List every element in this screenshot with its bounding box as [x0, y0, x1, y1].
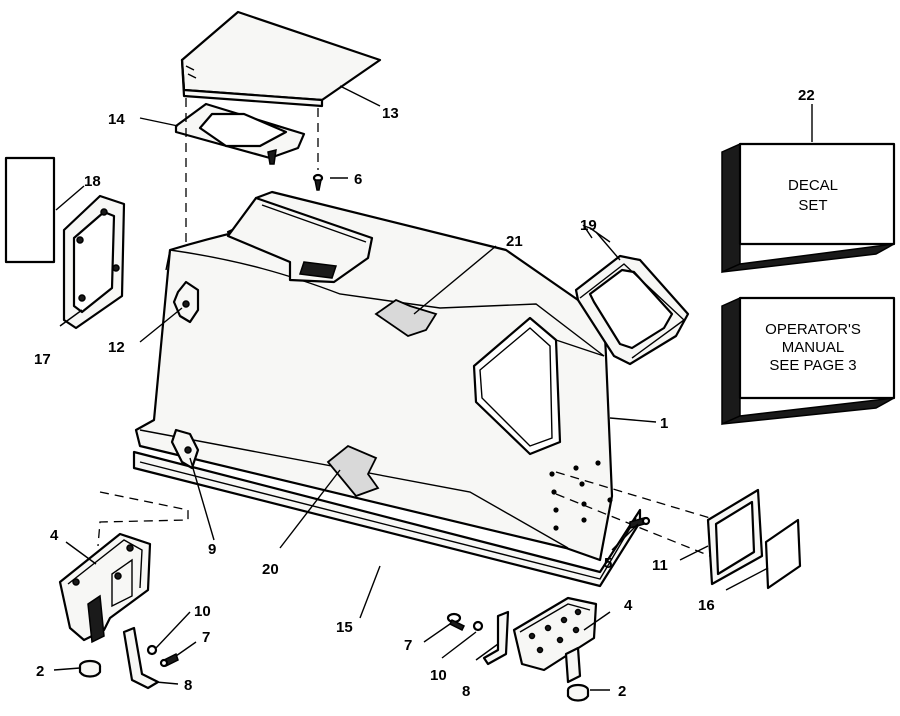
callout-21: 21 — [506, 233, 523, 250]
callout-2-right: 2 — [618, 683, 626, 700]
part-16-decal — [764, 518, 802, 590]
callout-18: 18 — [84, 173, 101, 190]
callout-15: 15 — [336, 619, 353, 636]
alignment-line — [97, 491, 189, 547]
part-6-screw — [312, 173, 324, 191]
operators-manual: OPERATOR'S MANUAL SEE PAGE 3 — [721, 296, 896, 426]
part-10-washer-left — [146, 644, 158, 656]
callout-5: 5 — [604, 555, 612, 572]
callout-20: 20 — [262, 561, 279, 578]
part-21-decal — [374, 298, 438, 337]
decal-set-line-1: DECAL — [788, 177, 838, 194]
callout-12: 12 — [108, 339, 125, 356]
callout-11: 11 — [652, 557, 668, 574]
part-10-washer-right — [472, 620, 484, 632]
alignment-line — [555, 471, 711, 519]
part-11-plate — [706, 488, 764, 586]
part-4-bracket-left — [58, 532, 152, 644]
part-7-screw-right — [446, 612, 466, 632]
callout-7-right: 7 — [404, 637, 412, 654]
callout-2-left: 2 — [36, 663, 44, 680]
part-14-retainer — [174, 102, 306, 165]
callout-9: 9 — [208, 541, 216, 558]
part-8-bracket-left — [122, 626, 160, 690]
part-19-window-seal — [574, 254, 690, 366]
callout-7-left: 7 — [202, 629, 210, 646]
part-20-decal — [326, 444, 380, 498]
callout-1: 1 — [660, 415, 668, 432]
callout-10-right: 10 — [430, 667, 447, 684]
part-22-decal-set: DECAL SET — [721, 142, 896, 274]
callout-4-right: 4 — [624, 597, 633, 614]
part-4-bracket-right — [512, 596, 598, 684]
decal-set-line-2: SET — [798, 197, 827, 214]
callout-labels: 13 14 6 22 18 17 12 19 21 1 9 20 15 5 11… — [34, 87, 815, 700]
part-8-bracket-right — [482, 610, 510, 666]
callout-13: 13 — [382, 105, 399, 122]
callout-4-left: 4 — [50, 527, 59, 544]
callout-17: 17 — [34, 351, 51, 368]
part-7-screw-left — [159, 652, 179, 668]
part-18-decal — [4, 156, 56, 264]
manual-line-3: SEE PAGE 3 — [769, 357, 856, 374]
manual-line-2: MANUAL — [782, 339, 845, 356]
manual-line-1: OPERATOR'S — [765, 321, 861, 338]
callout-10-left: 10 — [194, 603, 211, 620]
part-17-window-frame — [62, 194, 126, 330]
callout-8-left: 8 — [184, 677, 192, 694]
leader-lines — [53, 85, 813, 691]
part-5-screw — [629, 516, 651, 529]
callout-6: 6 — [354, 171, 362, 188]
part-2-mount-left — [78, 659, 102, 678]
callout-19: 19 — [580, 217, 597, 234]
part-13-top-cover — [180, 10, 382, 108]
callout-22: 22 — [798, 87, 815, 104]
callout-14: 14 — [108, 111, 125, 128]
callout-8-right: 8 — [462, 683, 470, 700]
part-2-mount-right — [566, 683, 590, 702]
callout-16: 16 — [698, 597, 715, 614]
